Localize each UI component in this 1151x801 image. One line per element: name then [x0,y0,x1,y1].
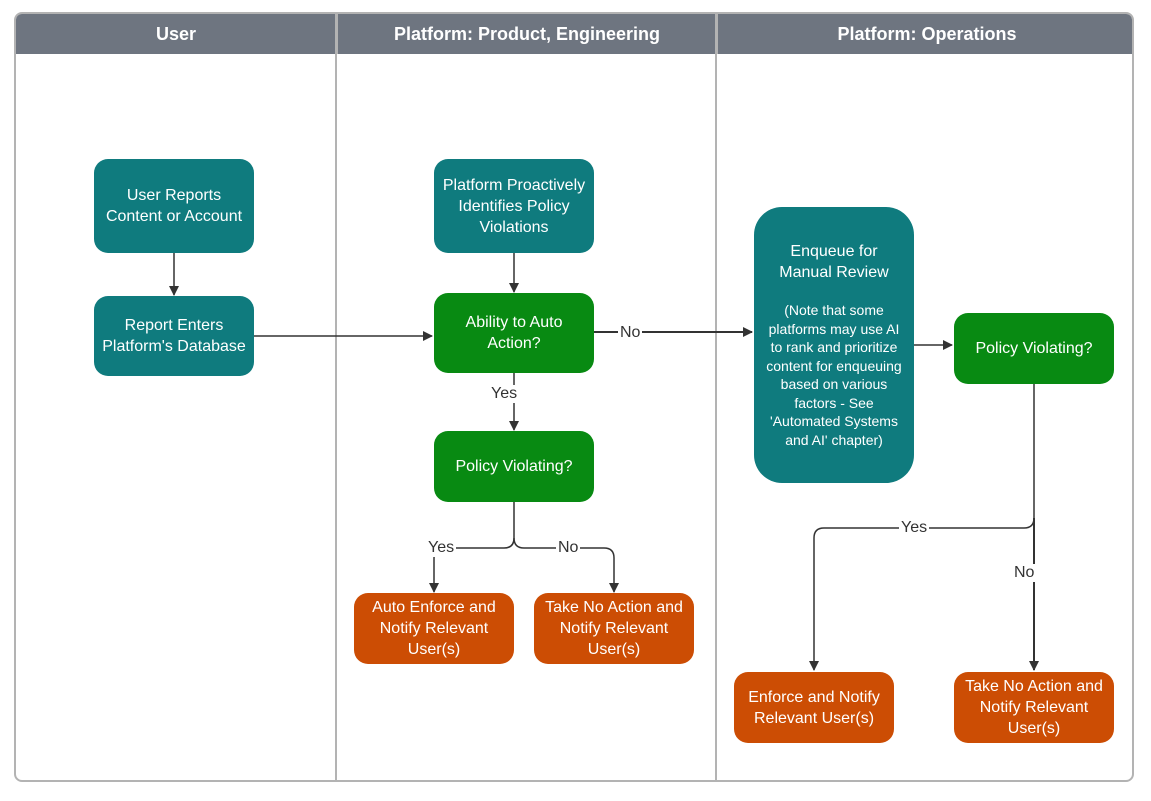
edge-label-no: No [556,539,581,557]
node-label: Report Enters Platform's Database [102,317,246,355]
lane-title: Platform: Operations [837,23,1017,44]
lane-divider [335,14,337,780]
node-report-enters-database: Report Enters Platform's Database [94,296,254,376]
node-label: Enqueue for Manual Review [779,243,889,281]
node-label: Take No Action and Notify Relevant User(… [965,678,1103,737]
edge-label-yes: Yes [899,519,930,537]
edge-label-no: No [1012,564,1037,582]
node-label: Take No Action and Notify Relevant User(… [545,599,683,658]
edge-pv1-no [513,537,619,593]
node-enqueue-manual-review: Enqueue for Manual Review (Note that som… [754,207,914,483]
node-policy-violating-auto: Policy Violating? [434,431,594,502]
node-label: Ability to Auto Action? [465,314,563,352]
lane-divider [715,14,717,780]
edge-label-yes: Yes [426,539,457,557]
node-label: Platform Proactively Identifies Policy V… [442,176,586,236]
node-proactive-identification: Platform Proactively Identifies Policy V… [434,159,594,253]
edge-label-yes: Yes [489,385,520,403]
lane-title: User [155,23,197,44]
lane-header-product-engineering: Platform: Product, Engineering [336,14,716,54]
node-label: Policy Violating? [975,340,1093,357]
swimlane-diagram: User Platform: Product, Engineering Plat… [14,12,1134,782]
edge-label-no: No [618,324,643,342]
node-user-reports: User Reports Content or Account [94,159,254,253]
node-take-no-action-manual: Take No Action and Notify Relevant User(… [954,672,1114,743]
node-label: Auto Enforce and Notify Relevant User(s) [372,599,496,658]
node-label: User Reports Content or Account [105,187,243,225]
node-take-no-action-auto: Take No Action and Notify Relevant User(… [534,593,694,664]
node-label: Policy Violating? [455,458,573,475]
node-auto-enforce: Auto Enforce and Notify Relevant User(s) [354,593,514,664]
node-note: (Note that some platforms may use AI to … [766,302,902,448]
node-enforce: Enforce and Notify Relevant User(s) [734,672,894,743]
lane-header-user: User [16,14,336,54]
node-ability-to-auto-action: Ability to Auto Action? [434,293,594,373]
node-label: Enforce and Notify Relevant User(s) [748,688,880,727]
lane-header-operations: Platform: Operations [716,14,1132,54]
lane-title: Platform: Product, Engineering [393,23,661,44]
node-policy-violating-manual: Policy Violating? [954,313,1114,384]
